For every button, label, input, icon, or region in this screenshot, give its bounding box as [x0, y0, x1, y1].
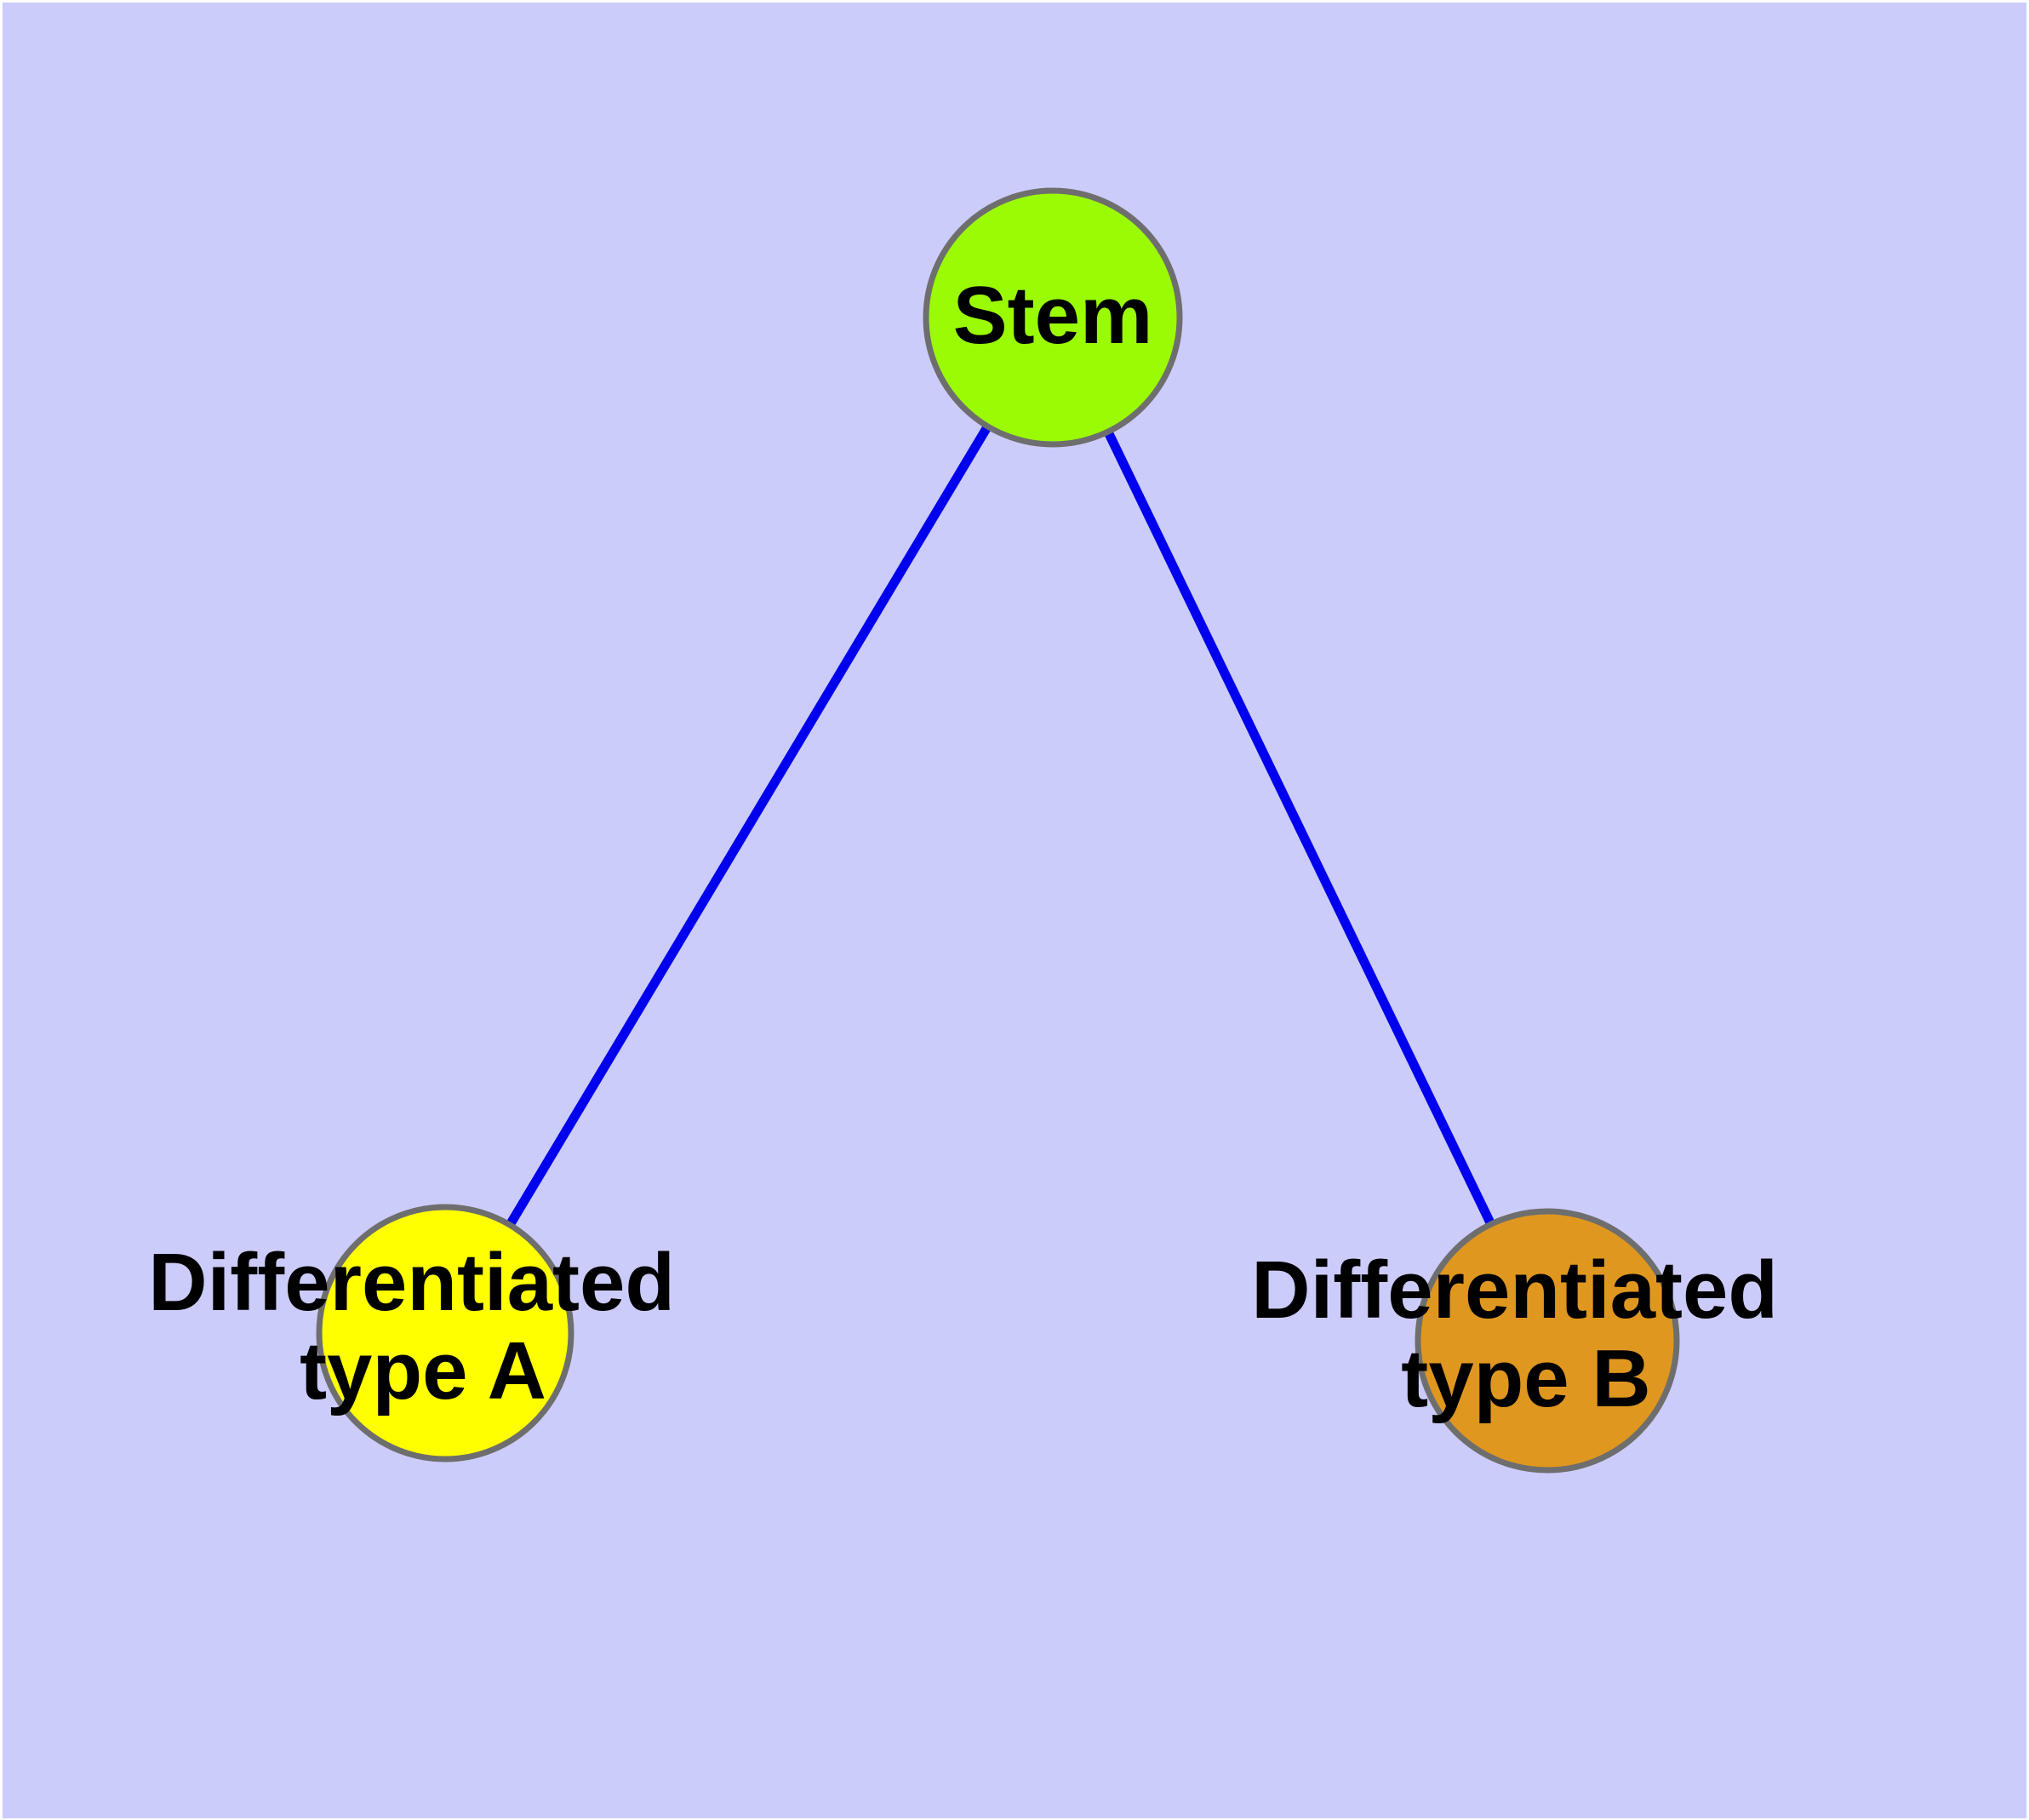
edge-stem-to-differentiated-type-a[interactable] [441, 315, 1057, 1336]
node-differentiated-type-a[interactable]: Differentiated type A [148, 1204, 697, 1462]
node-differentiated-type-b[interactable]: Differentiated type B [1251, 1208, 1800, 1474]
node-stem-circle[interactable] [923, 187, 1183, 448]
node-stem-label: Stem [953, 270, 1153, 361]
node-stem[interactable]: Stem [923, 187, 1183, 448]
node-layer: Stem Differentiated type A Differentiate… [148, 187, 1800, 1474]
node-differentiated-type-a-circle[interactable] [316, 1204, 574, 1462]
edge-stem-to-differentiated-type-b[interactable] [1049, 315, 1552, 1343]
node-differentiated-type-b-circle[interactable] [1415, 1208, 1680, 1474]
node-differentiated-type-a-label: Differentiated type A [148, 1237, 697, 1417]
node-differentiated-type-b-label: Differentiated type B [1251, 1245, 1800, 1424]
edge-layer [441, 315, 1552, 1343]
